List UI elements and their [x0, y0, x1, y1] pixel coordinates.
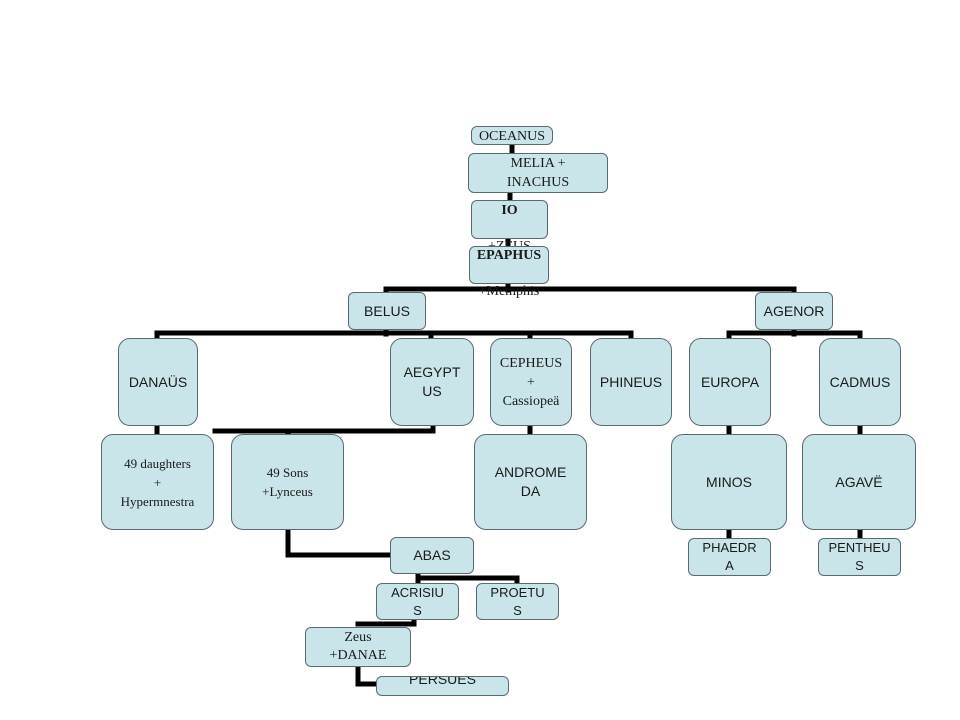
io-name: IO: [501, 202, 518, 218]
andromeda-label: ANDROME DA: [494, 464, 567, 499]
danaus-label: DANAÜS: [128, 373, 188, 390]
node-49-daughters[interactable]: 49 daughters + Hypermnestra: [101, 434, 214, 530]
node-agave[interactable]: AGAVË: [802, 434, 916, 530]
node-aegyptus[interactable]: AEGYPT US: [390, 338, 474, 426]
node-andromeda[interactable]: ANDROME DA: [474, 434, 587, 530]
connector-sons-abas: [285, 525, 395, 558]
sons-label: 49 Sons +Lynceus: [262, 465, 313, 499]
melia-label: MELIA + INACHUS: [506, 156, 570, 190]
agenor-label: AGENOR: [763, 302, 825, 319]
node-europa[interactable]: EUROPA: [689, 338, 771, 426]
cepheus-label: CEPHEUS + Cassiopeä: [499, 355, 563, 409]
node-abas[interactable]: ABAS: [390, 537, 474, 574]
node-cepheus[interactable]: CEPHEUS + Cassiopeä: [490, 338, 572, 426]
node-belus[interactable]: BELUS: [348, 292, 426, 330]
perseus-label: PERSUES: [409, 676, 476, 687]
node-melia-inachus[interactable]: MELIA + INACHUS: [468, 153, 608, 193]
minos-label: MINOS: [706, 473, 752, 490]
node-phineus[interactable]: PHINEUS: [590, 338, 672, 426]
phaedra-label: PHAEDR A: [702, 540, 757, 573]
cadmus-label: CADMUS: [829, 373, 891, 390]
pentheus-label: PENTHEU S: [828, 540, 891, 573]
epaphus-name: EPAPHUS: [476, 248, 542, 263]
danae-label: Zeus +DANAE: [329, 630, 387, 663]
node-proetus[interactable]: PROETU S: [476, 583, 559, 620]
node-agenor[interactable]: AGENOR: [755, 292, 833, 330]
europa-label: EUROPA: [700, 373, 760, 390]
node-cadmus[interactable]: CADMUS: [819, 338, 901, 426]
node-49-sons[interactable]: 49 Sons +Lynceus: [231, 434, 344, 530]
node-epaphus[interactable]: EPAPHUS +Memphis: [469, 246, 549, 299]
node-zeus-danae[interactable]: Zeus +DANAE: [305, 627, 411, 667]
node-perseus[interactable]: PERSUES: [376, 676, 509, 696]
node-acrisius[interactable]: ACRISIU S: [376, 583, 459, 620]
epaphus-spouse: +Memphis: [478, 284, 540, 299]
abas-label: ABAS: [413, 547, 451, 563]
node-oceanus[interactable]: OCEANUS +TETHYS: [471, 126, 553, 145]
daughters-label: 49 daughters + Hypermnestra: [120, 455, 195, 509]
agave-label: AGAVË: [835, 473, 883, 490]
acrisius-label: ACRISIU S: [391, 584, 444, 618]
node-phaedra[interactable]: PHAEDR A: [688, 538, 771, 576]
node-danaus[interactable]: DANAÜS: [118, 338, 198, 426]
node-minos[interactable]: MINOS: [671, 434, 787, 530]
phineus-label: PHINEUS: [599, 373, 663, 390]
belus-label: BELUS: [364, 302, 410, 319]
connector-danae-perseus: [355, 661, 381, 687]
aegyptus-label: AEGYPT US: [403, 364, 461, 399]
proetus-label: PROETU S: [490, 584, 545, 618]
node-pentheus[interactable]: PENTHEU S: [818, 538, 901, 576]
oceanus-label: OCEANUS +TETHYS: [478, 128, 546, 144]
